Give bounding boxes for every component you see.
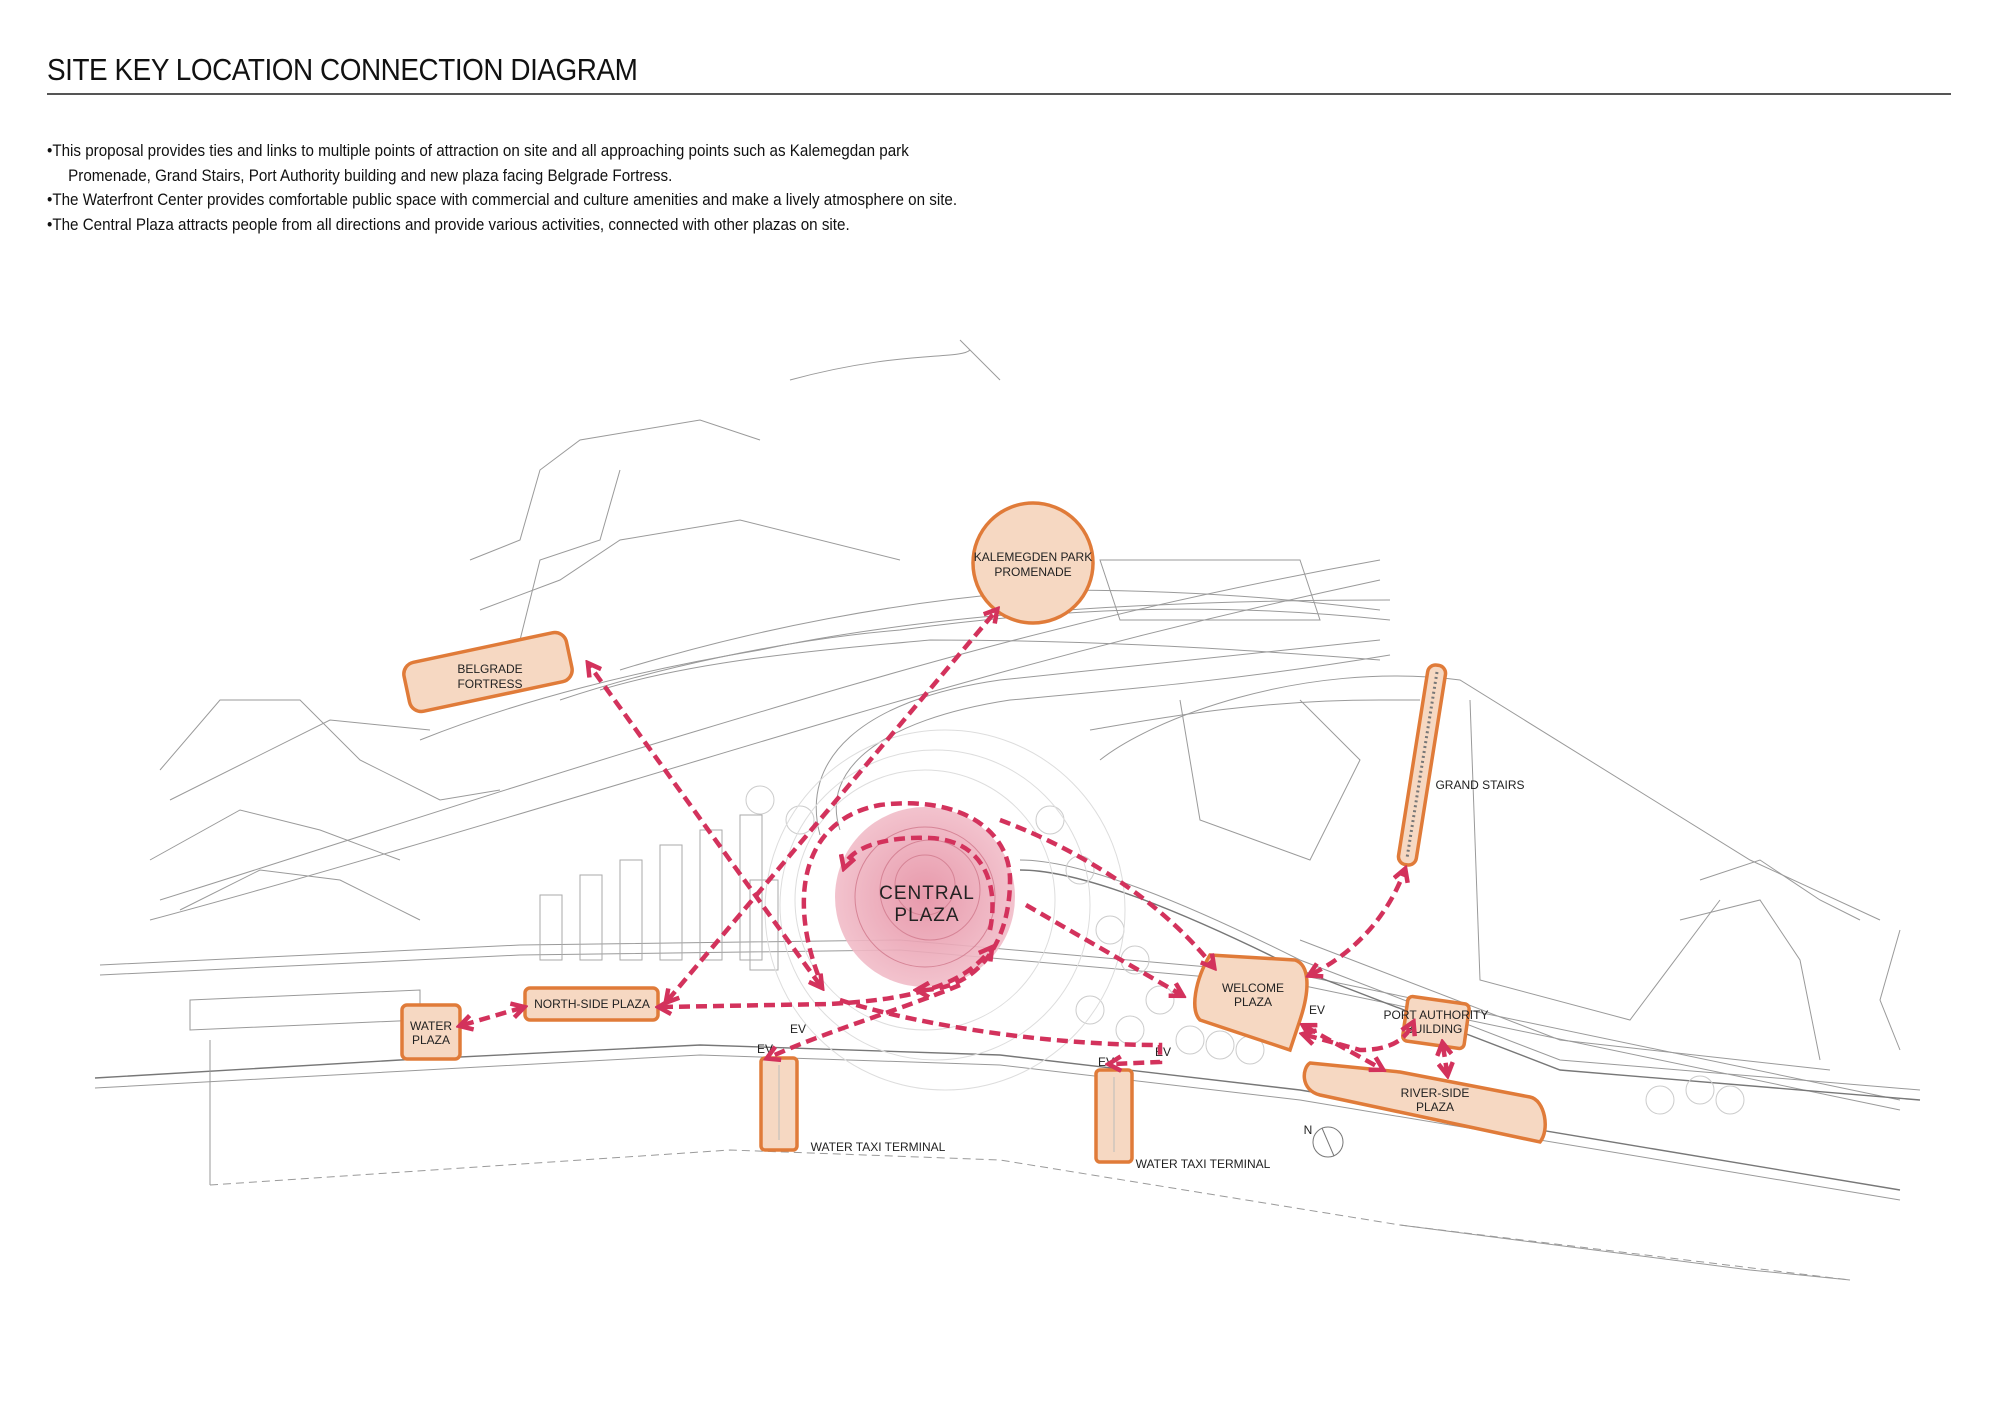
- svg-text:BELGRADE: BELGRADE: [457, 662, 522, 676]
- svg-text:EV: EV: [1309, 1003, 1325, 1017]
- port-authority-building: PORT AUTHORITY BUILDING: [1384, 994, 1489, 1051]
- grand-stairs: GRAND STAIRS: [1396, 663, 1525, 867]
- north-side-plaza: NORTH-SIDE PLAZA: [523, 986, 660, 1022]
- svg-text:CENTRAL: CENTRAL: [879, 883, 975, 904]
- svg-text:EV: EV: [790, 1022, 806, 1036]
- svg-text:PORT AUTHORITY: PORT AUTHORITY: [1384, 1008, 1489, 1022]
- title-divider: [47, 93, 1951, 95]
- svg-text:WATER TAXI TERMINAL: WATER TAXI TERMINAL: [1136, 1157, 1271, 1171]
- svg-text:NORTH-SIDE PLAZA: NORTH-SIDE PLAZA: [534, 997, 650, 1011]
- svg-text:FORTRESS: FORTRESS: [457, 677, 522, 691]
- svg-text:GRAND STAIRS: GRAND STAIRS: [1435, 778, 1524, 792]
- water-taxi-terminal-1: WATER TAXI TERMINAL: [759, 1056, 946, 1154]
- svg-text:EV: EV: [1155, 1045, 1171, 1059]
- bullet-3: •The Central Plaza attracts people from …: [47, 215, 850, 234]
- arrow-central-welcome-2: [999, 817, 1212, 965]
- belgrade-fortress: BELGRADE FORTRESS: [402, 630, 574, 714]
- svg-text:BUILDING: BUILDING: [1406, 1022, 1463, 1036]
- river-side-plaza: RIVER-SIDE PLAZA: [1302, 1061, 1547, 1144]
- water-plaza: WATER PLAZA: [400, 1003, 462, 1061]
- bullet-1-cont: Promenade, Grand Stairs, Port Authority …: [68, 166, 673, 185]
- svg-text:WATER: WATER: [410, 1019, 452, 1033]
- site-linework: [94, 339, 1921, 1281]
- svg-text:PLAZA: PLAZA: [1234, 995, 1272, 1009]
- connection-arrows: [463, 612, 1447, 1072]
- arrow-portauthority-riverside: [1443, 1046, 1447, 1072]
- arrow-welcome-portauthority: [1306, 1025, 1412, 1053]
- svg-text:EV: EV: [1098, 1055, 1114, 1069]
- water-taxi-terminal-2: WATER TAXI TERMINAL: [1094, 1068, 1271, 1171]
- page-title: SITE KEY LOCATION CONNECTION DIAGRAM: [47, 52, 638, 87]
- arrow-central-taxi1: [770, 982, 961, 1057]
- arrow-central-welcome-1: [1024, 903, 1180, 994]
- arrow-water-northside: [463, 1008, 521, 1025]
- svg-text:WELCOME: WELCOME: [1222, 981, 1284, 995]
- svg-text:EV: EV: [757, 1042, 773, 1056]
- kalemegden-label-line2: PROMENADE: [994, 565, 1071, 579]
- north-arrow-icon: N: [1304, 1123, 1344, 1158]
- arrow-central-belgrade: [590, 666, 820, 985]
- arrow-central-loop-outer: [801, 801, 1013, 990]
- svg-text:N: N: [1304, 1123, 1313, 1137]
- arrow-welcome-grandstairs: [1312, 872, 1404, 974]
- arrow-central-taxi2: [839, 997, 1163, 1064]
- svg-text:RIVER-SIDE: RIVER-SIDE: [1401, 1086, 1470, 1100]
- kalemegden-park-promenade: KALEMEGDEN PARK PROMENADE: [971, 501, 1095, 625]
- bullet-2: •The Waterfront Center provides comforta…: [47, 191, 958, 209]
- arrow-central-loop-inner: [845, 835, 995, 931]
- description-list: •This proposal provides ties and links t…: [47, 139, 957, 237]
- welcome-plaza: WELCOME PLAZA: [1193, 953, 1309, 1053]
- svg-text:WATER TAXI TERMINAL: WATER TAXI TERMINAL: [811, 1140, 946, 1154]
- svg-text:PLAZA: PLAZA: [1416, 1100, 1454, 1114]
- kalemegden-label-line1: KALEMEGDEN PARK: [974, 550, 1092, 564]
- svg-text:PLAZA: PLAZA: [894, 905, 959, 926]
- bullet-1: •This proposal provides ties and links t…: [47, 142, 909, 160]
- svg-text:PLAZA: PLAZA: [412, 1033, 450, 1047]
